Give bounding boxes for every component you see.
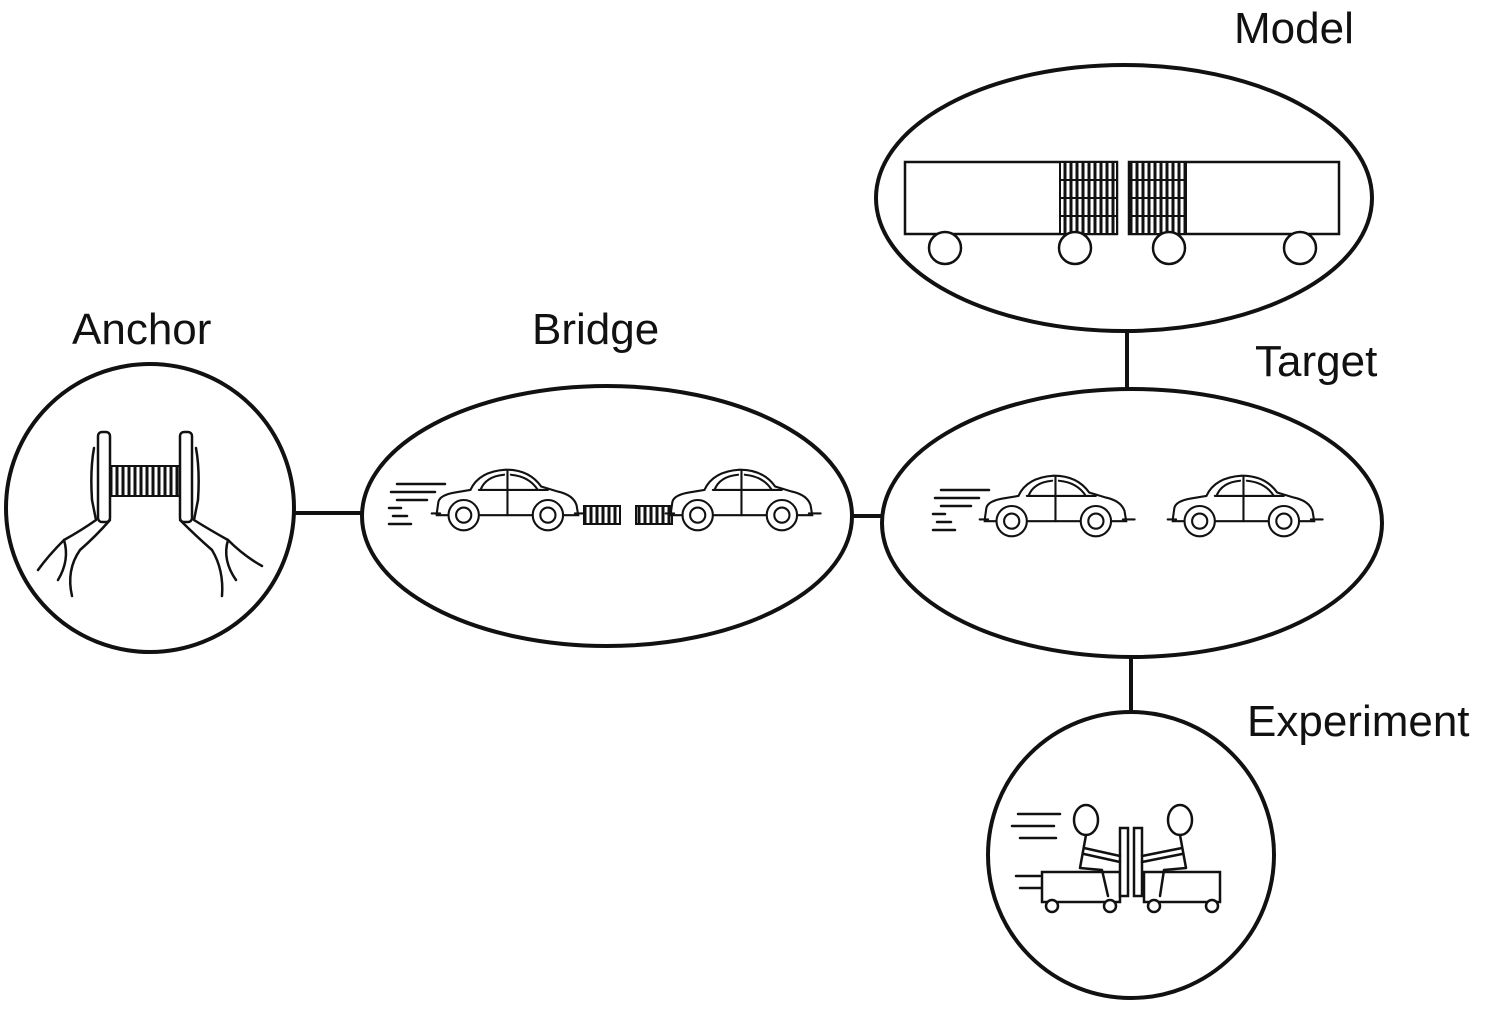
edge-lines bbox=[294, 332, 1133, 717]
target-label: Target bbox=[1255, 337, 1378, 386]
anchor-label: Anchor bbox=[72, 305, 212, 354]
cars-colliding-with-springs-icon bbox=[387, 468, 822, 532]
carts-with-coil-springs-icon bbox=[903, 160, 1341, 266]
hands-compressing-spring-icon bbox=[36, 430, 264, 598]
target-node bbox=[880, 387, 1384, 659]
experiment-label: Experiment bbox=[1247, 697, 1470, 746]
model-label: Model bbox=[1234, 4, 1354, 53]
anchor-node bbox=[4, 362, 296, 654]
model-node bbox=[874, 63, 1374, 333]
bridge-label: Bridge bbox=[532, 305, 660, 354]
bridge-node bbox=[360, 384, 854, 648]
experiment-node bbox=[986, 710, 1276, 1000]
people-on-carts-pushing-icon bbox=[1010, 803, 1222, 914]
